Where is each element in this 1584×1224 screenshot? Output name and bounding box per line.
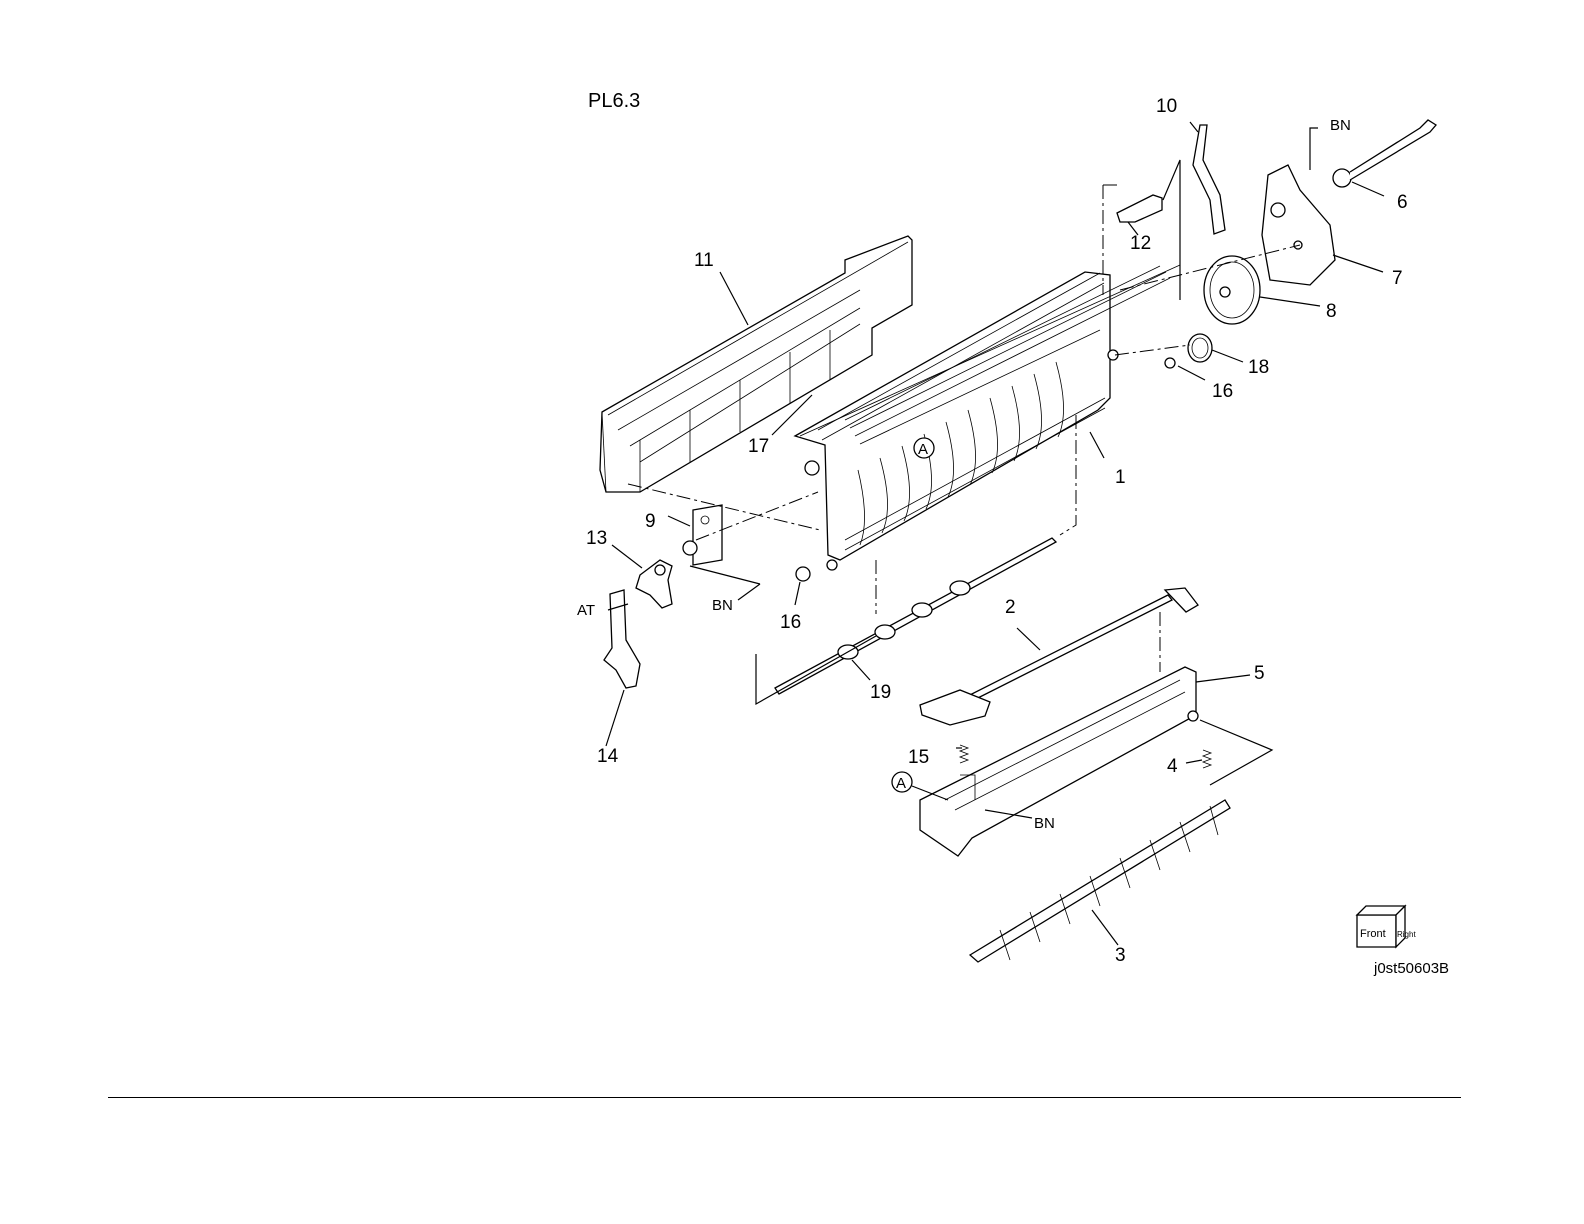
callout-9: 9: [645, 511, 656, 532]
callout-4: 4: [1167, 756, 1178, 777]
callout-13: 13: [586, 528, 607, 549]
ref-bn-left: BN: [712, 597, 733, 614]
part-4-spring: [1203, 750, 1211, 768]
part-16-ring-left: [796, 567, 810, 581]
cube-right-label: Right: [1397, 930, 1416, 939]
figure-id: j0st50603B: [1374, 960, 1449, 977]
callout-11: 11: [694, 250, 714, 271]
orientation-cube-icon: Front Right: [1357, 906, 1416, 947]
part-6-bearing: [1333, 169, 1351, 187]
part-10-actuator: [1193, 125, 1225, 234]
callout-15: 15: [908, 747, 929, 768]
callout-8: 8: [1326, 301, 1337, 322]
callout-19: 19: [870, 682, 891, 703]
ref-at: AT: [577, 602, 595, 619]
part-8-gear: [1204, 256, 1260, 324]
ref-bn-top: BN: [1330, 117, 1351, 134]
part-9-bracket: [683, 505, 722, 565]
callout-5: 5: [1254, 663, 1265, 684]
callout-18: 18: [1248, 357, 1269, 378]
cube-front-label: Front: [1360, 928, 1386, 940]
part-3-guide: [970, 800, 1230, 962]
callout-14: 14: [597, 746, 619, 767]
callout-3: 3: [1115, 945, 1126, 966]
callout-6: 6: [1397, 192, 1408, 213]
part-14-arm: [604, 590, 640, 688]
ref-a-top: A: [918, 441, 928, 458]
ref-a-bottom: A: [896, 775, 906, 792]
callout-7: 7: [1392, 268, 1403, 289]
part-7-bracket: [1262, 165, 1335, 285]
ref-a-top-marker: A: [914, 438, 934, 458]
callout-1: 1: [1115, 467, 1126, 488]
callout-10: 10: [1156, 96, 1177, 117]
ref-bn-bottom: BN: [1034, 815, 1055, 832]
callout-16-left: 16: [780, 612, 801, 633]
part-12-bracket: [1117, 195, 1162, 222]
part-18-gear: [1188, 334, 1212, 362]
callout-16-right: 16: [1212, 381, 1233, 402]
footer-rule: [108, 1097, 1461, 1098]
callout-2: 2: [1005, 597, 1016, 618]
callout-12: 12: [1130, 233, 1151, 254]
callout-17: 17: [748, 436, 769, 457]
part-16-ring-right: [1165, 358, 1175, 368]
